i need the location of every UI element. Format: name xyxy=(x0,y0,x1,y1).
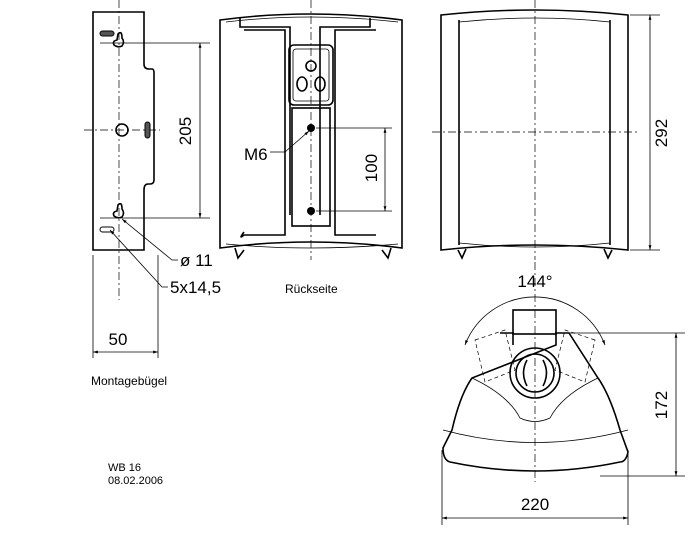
rear-view-caption: Rückseite xyxy=(285,282,338,296)
top-depth-dim: 172 xyxy=(652,391,671,419)
bracket-caption: Montagebügel xyxy=(91,374,167,388)
front-view: 292 xyxy=(432,0,671,260)
rear-view: M6 100 Rückseite xyxy=(219,0,403,296)
slot-size-label: 5x14,5 xyxy=(170,278,221,297)
thread-label: M6 xyxy=(244,145,268,164)
top-view: 144° 172 220 xyxy=(441,262,685,525)
bracket-hole-spacing-dim: 205 xyxy=(176,117,195,145)
front-height-dim: 292 xyxy=(652,119,671,147)
model-label: WB 16 xyxy=(108,462,141,474)
thread-spacing-dim: 100 xyxy=(362,154,381,182)
drawing-date: 08.02.2006 xyxy=(108,475,163,487)
mounting-bracket-view: 205 ø 11 5x14,5 50 Montagebügel xyxy=(84,0,221,388)
top-width-dim: 220 xyxy=(521,495,549,514)
hole-diameter-label: ø 11 xyxy=(180,251,213,270)
bracket-width-dim: 50 xyxy=(109,330,128,349)
